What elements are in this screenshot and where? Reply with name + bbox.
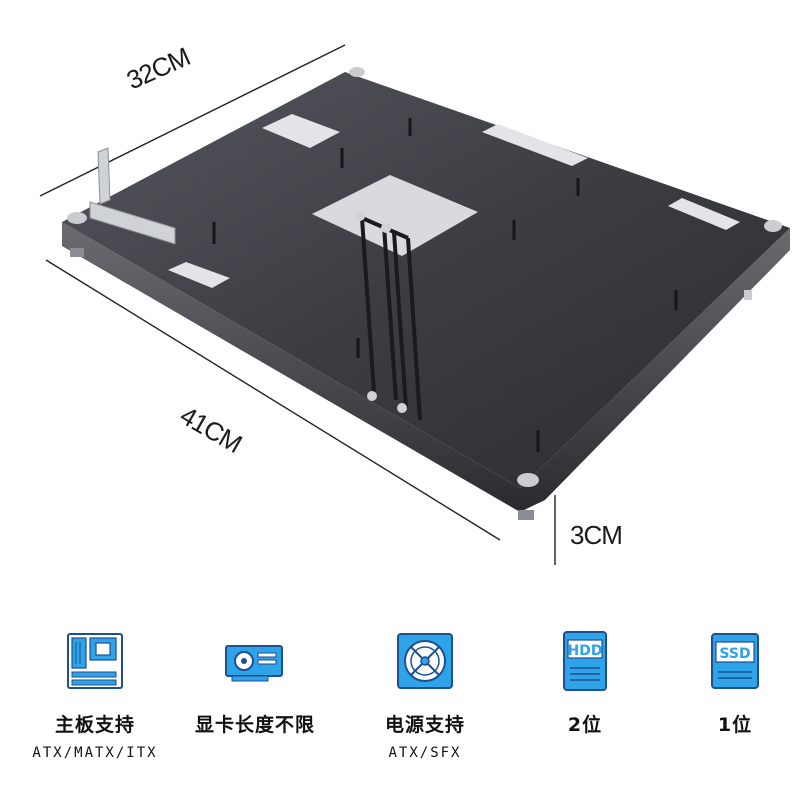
foot: [70, 248, 84, 257]
feature-title: 显卡长度不限: [194, 714, 315, 736]
power-supply-icon: [397, 633, 453, 689]
cutout: [168, 262, 230, 288]
thumb-screw: [381, 223, 391, 233]
side-bracket: [89, 147, 176, 245]
feature-title: 1位: [717, 714, 753, 736]
height-dimension-label: 3CM: [570, 520, 623, 550]
cutout: [262, 114, 340, 148]
dimension-lines: [39, 44, 556, 565]
feature-subtitle: ATX/SFX: [388, 745, 462, 761]
feature-hdd: HDD 2位: [510, 628, 660, 745]
foot: [349, 67, 365, 77]
cpu-cutout: [312, 175, 478, 256]
plate-top: [62, 72, 790, 488]
thumb-screw: [367, 391, 377, 401]
feature-title: 电源支持: [384, 714, 465, 736]
width-dimension-line: [39, 44, 346, 197]
foot: [67, 212, 87, 224]
feature-title: 2位: [567, 714, 603, 736]
hdd-icon: HDD: [563, 631, 607, 691]
side-button: [744, 290, 752, 300]
standoffs: [212, 118, 678, 452]
svg-text:HDD: HDD: [568, 643, 603, 659]
ssd-icon: SSD: [711, 633, 759, 689]
thumb-screw: [355, 211, 365, 221]
cutout: [668, 198, 740, 230]
foot: [517, 473, 539, 487]
cutout: [482, 124, 588, 166]
svg-text:SSD: SSD: [719, 646, 750, 662]
open-bench-frame: [62, 67, 790, 520]
feature-row: 主板支持 ATX/MATX/ITX 显卡长度不限 电源支持 ATX/SFX: [0, 628, 800, 788]
foot: [764, 220, 782, 232]
foot: [518, 510, 534, 520]
feature-title: 主板支持: [54, 714, 135, 736]
product-photo: [39, 44, 790, 565]
feature-ssd: SSD 1位: [660, 628, 800, 745]
length-dimension-line: [45, 259, 501, 541]
feature-power-supply: 电源支持 ATX/SFX: [350, 628, 500, 761]
motherboard-icon: [67, 633, 123, 689]
feature-subtitle: ATX/MATX/ITX: [32, 745, 158, 761]
feature-motherboard: 主板支持 ATX/MATX/ITX: [20, 628, 170, 761]
plate-side-edge: [62, 222, 790, 512]
thumb-screw: [397, 403, 407, 413]
graphics-card-icon: [225, 645, 283, 682]
feature-graphics-card: 显卡长度不限: [180, 628, 330, 745]
